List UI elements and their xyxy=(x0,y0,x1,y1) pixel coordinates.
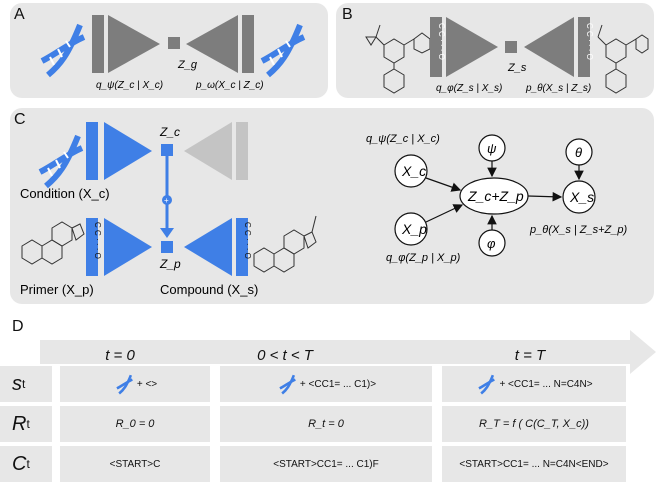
panel-c-label: C xyxy=(14,111,26,128)
compound-label: Compound (X_s) xyxy=(160,282,258,297)
panel-a-label: A xyxy=(14,6,25,23)
p-theta-label: p_θ(X_s | Z_s+Z_p) xyxy=(529,224,628,236)
decoder-label: p_θ(X_s | Z_s) xyxy=(525,83,591,94)
state-text: + <> xyxy=(136,378,158,390)
edge-xc-zsum xyxy=(425,177,462,192)
decoder-label: p_ω(X_c | Z_c) xyxy=(195,80,264,91)
state-text: + <CC1= ... C1)> xyxy=(299,378,377,390)
dna-icon xyxy=(478,374,496,395)
node-xc xyxy=(394,154,428,188)
compound-sequence-text: C C · · · O xyxy=(243,222,252,259)
dna-icon xyxy=(116,374,133,395)
state-text: + <CC1= ... N=C4N> xyxy=(499,378,593,390)
panel-c-diagram: Condition (X_c) Z_c + C C · · · O Z_p C … xyxy=(20,122,628,297)
node-psi-label: ψ xyxy=(487,141,497,156)
row-head-s-sub: t xyxy=(22,377,26,391)
latent-label: Z_g xyxy=(177,59,198,71)
row-head-c-text: C xyxy=(12,452,27,475)
encoder-triangle xyxy=(108,15,160,73)
q-psi-label: q_ψ(Z_c | X_c) xyxy=(366,133,440,145)
molecule-icon xyxy=(365,24,431,94)
panel-a-diagram: q_ψ(Z_c | X_c) Z_g p_ω(X_c | Z_c) xyxy=(40,15,306,91)
dna-icon xyxy=(40,23,86,78)
dna-icon xyxy=(260,23,306,78)
time-label-mid: 0 < t < T xyxy=(257,347,313,364)
node-xp xyxy=(394,212,428,246)
state-cell-end: + <CC1= ... N=C4N> xyxy=(442,366,626,402)
panel-d-label: D xyxy=(12,318,24,335)
plus-label: + xyxy=(164,196,169,205)
primer-sequence-bar xyxy=(86,218,98,276)
state-cell-start: + <> xyxy=(60,366,210,402)
reward-cell-end: R_T = f ( C(C_T, X_c)) xyxy=(442,406,626,442)
primer-sequence-text: C C · · · O xyxy=(93,222,102,259)
panel-b-diagram: C C · · · O C C · · · O q_φ(Z_s | X_s) Z… xyxy=(365,17,649,94)
node-theta-label: θ xyxy=(575,145,582,160)
zp-label: Z_p xyxy=(159,257,181,271)
zc-label: Z_c xyxy=(159,125,180,139)
state-cell-mid: + <CC1= ... C1)> xyxy=(220,366,432,402)
encoder-bar xyxy=(92,15,104,73)
latent-box xyxy=(505,41,517,53)
reward-cell-mid: R_t = 0 xyxy=(220,406,432,442)
panel-b-label: B xyxy=(342,6,353,23)
condition-label: Condition (X_c) xyxy=(20,186,110,201)
node-phi-label: φ xyxy=(487,236,496,251)
decoder-bar xyxy=(242,15,254,73)
zp-box xyxy=(161,241,173,253)
encoder-label: q_ψ(Z_c | X_c) xyxy=(96,80,163,91)
encoder-label: q_φ(Z_s | X_s) xyxy=(436,83,502,94)
time-label-start: t = 0 xyxy=(105,347,135,364)
decoder-triangle xyxy=(524,17,574,77)
dna-icon xyxy=(38,134,84,189)
molecule-icon xyxy=(597,24,649,94)
inactive-decoder-triangle xyxy=(184,122,232,180)
sequence-cell-end: <START>CC1= ... N=C4N<END> xyxy=(442,446,626,482)
sequence-bar xyxy=(430,17,442,77)
latent-label: Z_s xyxy=(507,62,527,74)
zc-box xyxy=(161,144,173,156)
condition-encoder-triangle xyxy=(104,122,152,180)
row-head-s-text: s xyxy=(12,372,22,395)
row-head-r-text: R xyxy=(12,412,27,435)
inactive-decoder-bar xyxy=(236,122,248,180)
row-head-r-sub: t xyxy=(26,417,30,431)
sequence-text: C C · · · O xyxy=(585,23,594,60)
sequence-cell-start: <START>C xyxy=(60,446,210,482)
primer-label: Primer (X_p) xyxy=(20,282,94,297)
primer-encoder-triangle xyxy=(104,218,152,276)
sequence-cell-mid: <START>CC1= ... C1)F xyxy=(220,446,432,482)
node-xs-label: X_s xyxy=(569,189,594,205)
plus-node xyxy=(162,195,172,205)
node-zsum-label: Z_c+Z_p xyxy=(467,188,524,204)
node-xc-label: X_c xyxy=(401,163,426,179)
node-xs xyxy=(562,180,596,214)
link-arrowhead xyxy=(160,228,174,238)
row-head-c-sub: t xyxy=(26,457,30,471)
edge-xp-zsum xyxy=(425,204,464,223)
q-phi-label: q_φ(Z_p | X_p) xyxy=(386,252,461,264)
latent-box xyxy=(168,37,180,49)
node-xp-label: X_p xyxy=(401,221,427,237)
time-arrow xyxy=(40,330,656,374)
primer-molecule-icon xyxy=(21,221,85,265)
encoder-triangle xyxy=(446,17,498,77)
compound-decoder-triangle xyxy=(184,218,232,276)
panel-b xyxy=(336,3,654,98)
condition-encoder-bar xyxy=(86,122,98,180)
sequence-text: C C · · · O xyxy=(437,23,446,60)
compound-molecule-icon xyxy=(253,215,317,273)
time-label-end: t = T xyxy=(514,347,546,364)
reward-cell-start: R_0 = 0 xyxy=(60,406,210,442)
compound-sequence-bar xyxy=(236,218,248,276)
dna-icon xyxy=(279,374,296,395)
sequence-bar xyxy=(578,17,590,77)
edge-zsum-xs xyxy=(527,191,563,202)
decoder-triangle xyxy=(186,15,238,73)
